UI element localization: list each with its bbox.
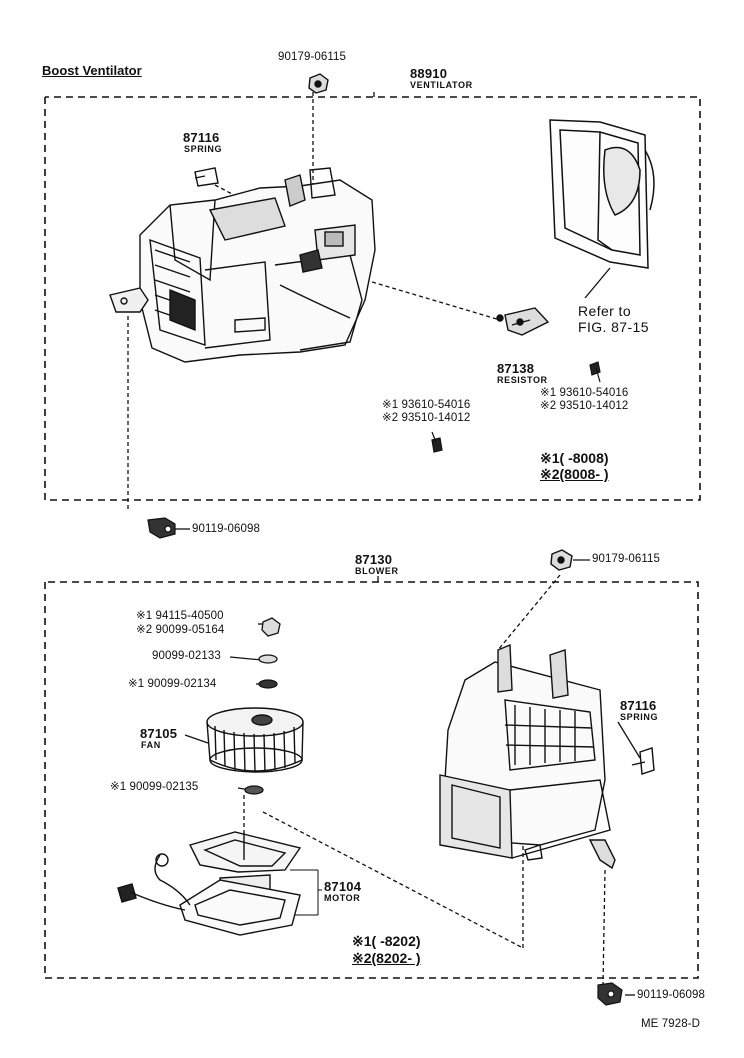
screw-drawings bbox=[431, 361, 601, 453]
fan-drawing bbox=[206, 707, 304, 773]
duct-frame-drawing bbox=[549, 119, 655, 269]
resistor-drawing bbox=[496, 307, 550, 336]
fan-name: FAN bbox=[141, 740, 161, 750]
nut-top-drawing bbox=[308, 73, 329, 94]
spring-top-name: SPRING bbox=[184, 144, 223, 154]
ventilator-unit-drawing bbox=[109, 167, 376, 363]
nut-blower-drawing bbox=[550, 549, 573, 571]
blower-top-nut-label: 90179-06115 bbox=[592, 553, 661, 565]
blower-note-1: ※1( -8202) bbox=[352, 933, 421, 949]
ventilator-part-name: VENTILATOR bbox=[410, 80, 473, 90]
washer-1b-label: ※2 90099-05164 bbox=[136, 624, 225, 636]
ventilator-frame bbox=[44, 96, 701, 501]
bolt-middle-label: 90119-06098 bbox=[192, 523, 261, 535]
refer-line-1: Refer to bbox=[578, 303, 631, 319]
motor-name: MOTOR bbox=[324, 893, 361, 903]
ventilator-note-1: ※1( -8008) bbox=[540, 450, 609, 466]
spring-right-number: 87116 bbox=[620, 698, 657, 713]
spring-top-number: 87116 bbox=[183, 130, 220, 145]
motor-number: 87104 bbox=[324, 879, 362, 894]
blower-note-2: ※2(8202- ) bbox=[352, 950, 421, 966]
ventilator-note-2: ※2(8008- ) bbox=[540, 466, 609, 482]
blower-part-name: BLOWER bbox=[355, 566, 399, 576]
washer-drawings bbox=[244, 617, 281, 795]
screw-left-label-1: ※1 93610-54016 bbox=[382, 399, 471, 411]
refer-line-2: FIG. 87-15 bbox=[578, 319, 649, 335]
screw-left-label-2: ※2 93510-14012 bbox=[382, 412, 471, 424]
washer-3-label: ※1 90099-02134 bbox=[128, 678, 217, 690]
ventilator-top-nut-label: 90179-06115 bbox=[278, 51, 347, 63]
bolt-bottom-drawing bbox=[597, 982, 623, 1006]
blower-housing-drawing bbox=[439, 643, 616, 870]
spring-right-name: SPRING bbox=[620, 712, 659, 722]
blower-part-number: 87130 bbox=[355, 552, 393, 567]
blower-frame bbox=[44, 581, 699, 979]
bolt-bottom-label: 90119-06098 bbox=[637, 989, 706, 1001]
bolt-middle-drawing bbox=[147, 517, 176, 539]
screw-right-label-2: ※2 93510-14012 bbox=[540, 400, 629, 412]
ventilator-part-number: 88910 bbox=[410, 66, 448, 81]
spring-right-drawing bbox=[631, 747, 655, 775]
washer-1a-label: ※1 94115-40500 bbox=[136, 610, 224, 622]
resistor-name: RESISTOR bbox=[497, 375, 548, 385]
motor-drawing bbox=[117, 831, 302, 936]
resistor-number: 87138 bbox=[497, 361, 535, 376]
washer-4-label: ※1 90099-02135 bbox=[110, 781, 199, 793]
page-title: Boost Ventilator bbox=[42, 63, 142, 78]
spring-top-drawing bbox=[194, 167, 219, 187]
screw-right-label-1: ※1 93610-54016 bbox=[540, 387, 629, 399]
washer-2-label: 90099-02133 bbox=[152, 650, 221, 662]
fan-number: 87105 bbox=[140, 726, 178, 741]
figure-code: ME 7928-D bbox=[641, 1018, 701, 1030]
